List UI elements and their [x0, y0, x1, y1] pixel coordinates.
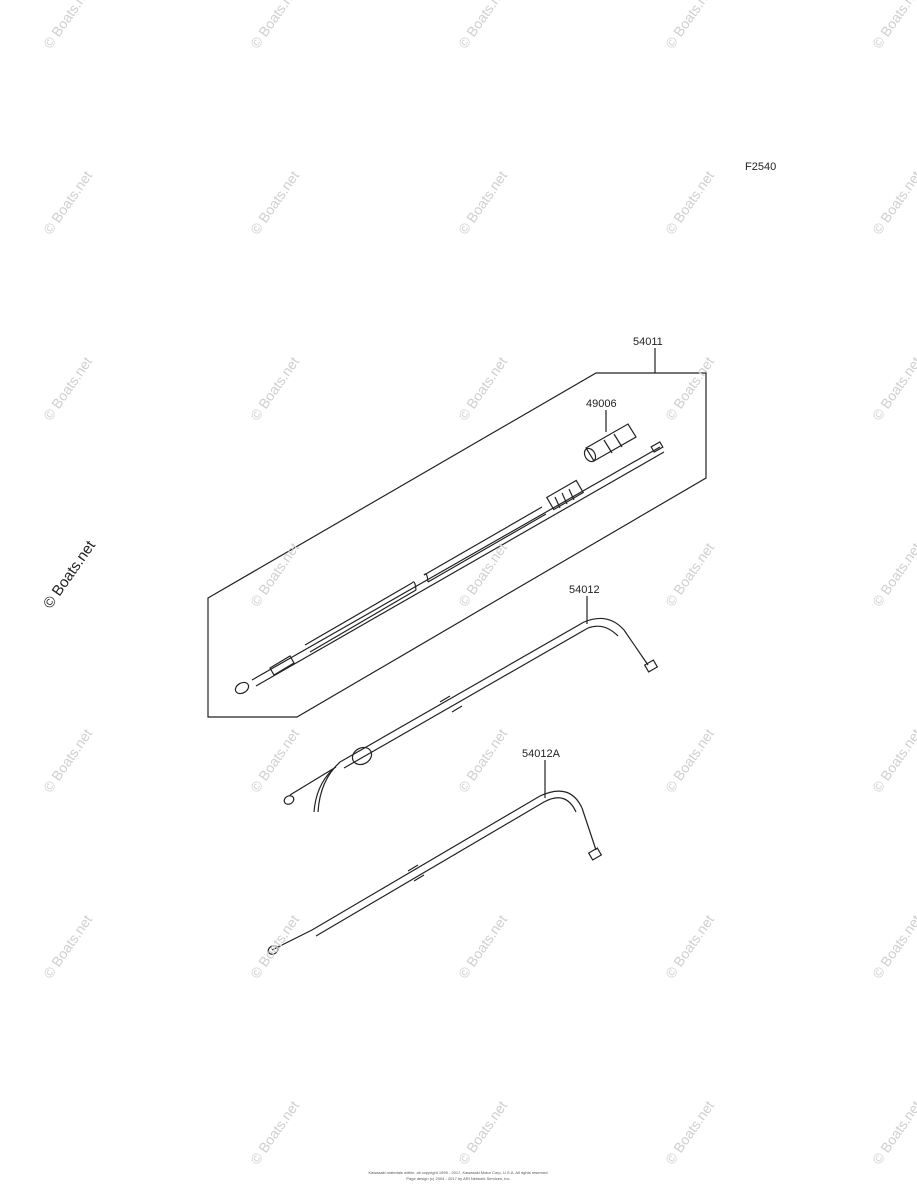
assembly-54011-outline [207, 372, 707, 718]
label-54012: 54012 [569, 584, 600, 596]
cable-54012 [283, 617, 659, 813]
cable-54011 [234, 441, 665, 695]
label-54012A: 54012A [522, 748, 561, 760]
copyright-line-2: Page design (c) 2004 - 2017 by ARI Netwo… [406, 1176, 511, 1181]
label-54011: 54011 [633, 336, 663, 348]
cable-54012A [267, 790, 603, 955]
part-49006 [583, 423, 637, 463]
figure-code: F2540 [745, 161, 776, 173]
copyright-line-1: Kawasaki materials within, all copyright… [368, 1170, 549, 1175]
label-49006: 49006 [586, 398, 617, 410]
